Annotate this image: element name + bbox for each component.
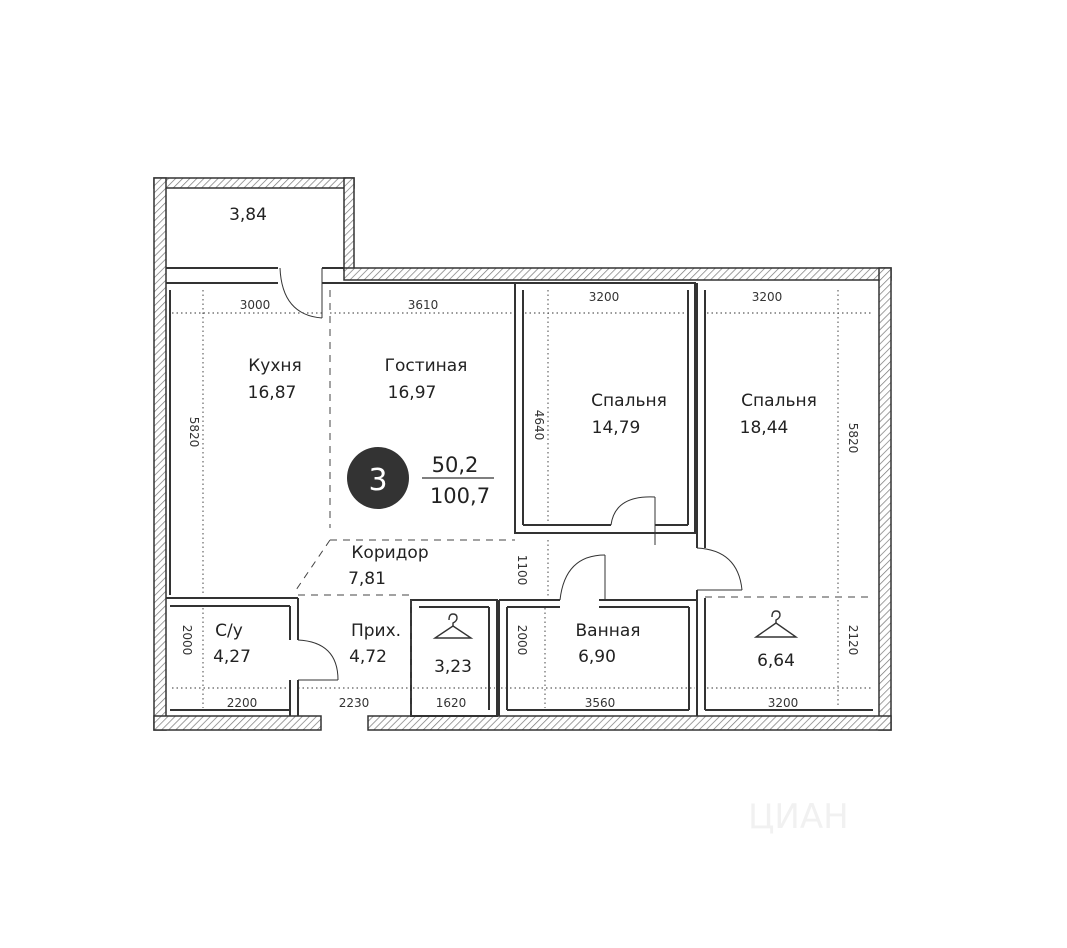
dim-closet2-height: 2120 xyxy=(846,625,860,656)
doors xyxy=(279,267,743,681)
wc-name: С/у xyxy=(215,621,243,641)
dim-kitchen-height: 5820 xyxy=(187,417,201,448)
living-area-value: 50,2 xyxy=(432,453,479,477)
bedroom2-area: 18,44 xyxy=(740,418,789,438)
dim-corridor-height: 1100 xyxy=(515,555,529,586)
dim-hall-width: 2230 xyxy=(339,696,370,710)
hanger-icon xyxy=(753,610,799,638)
corridor-name: Коридор xyxy=(351,543,428,563)
badge-circle xyxy=(347,447,409,509)
dim-wc-width: 2200 xyxy=(227,696,258,710)
kitchen-area: 16,87 xyxy=(248,383,297,403)
dim-bedroom1-width: 3200 xyxy=(589,290,620,304)
dim-living-width: 3610 xyxy=(408,298,439,312)
balcony-area: 3,84 xyxy=(229,205,267,225)
closet1-area: 3,23 xyxy=(434,657,472,677)
hanger-icon xyxy=(432,613,474,639)
bathroom-area: 6,90 xyxy=(578,647,616,667)
dim-closet2-width: 3200 xyxy=(768,696,799,710)
dim-wc-height: 2000 xyxy=(180,625,194,656)
dimension-lines xyxy=(172,290,871,708)
dim-bedroom2-height: 5820 xyxy=(846,423,860,454)
living-area: 16,97 xyxy=(388,383,437,403)
zone-boundaries xyxy=(295,290,873,716)
total-area-value: 100,7 xyxy=(430,484,490,508)
room-count: 3 xyxy=(368,463,387,498)
dimension-labels: 3000 3610 3200 3200 5820 4640 5820 1100 … xyxy=(180,290,860,710)
bedroom1-name: Спальня xyxy=(591,391,667,411)
watermark: ЦИАН xyxy=(748,797,849,837)
dim-closet1-width: 1620 xyxy=(436,696,467,710)
closet2-area: 6,64 xyxy=(757,651,795,671)
wc-area: 4,27 xyxy=(213,647,251,667)
dim-bathroom-width: 3560 xyxy=(585,696,616,710)
hall-area: 4,72 xyxy=(349,647,387,667)
bedroom2-name: Спальня xyxy=(741,391,817,411)
bedroom1-area: 14,79 xyxy=(592,418,641,438)
outer-walls xyxy=(153,177,892,731)
bathroom-name: Ванная xyxy=(576,621,641,641)
dim-bedroom1-height: 4640 xyxy=(532,410,546,441)
hall-name: Прих. xyxy=(351,621,401,641)
dim-kitchen-width: 3000 xyxy=(240,298,271,312)
dim-bathroom-height: 2000 xyxy=(515,625,529,656)
living-name: Гостиная xyxy=(385,356,468,376)
room-labels: 3,84 Кухня 16,87 Гостиная 16,97 Спальня … xyxy=(213,205,817,677)
kitchen-name: Кухня xyxy=(248,356,302,376)
apartment-badge: 3 50,2 100,7 xyxy=(347,447,494,509)
corridor-area: 7,81 xyxy=(348,569,386,589)
dim-bedroom2-width: 3200 xyxy=(752,290,783,304)
